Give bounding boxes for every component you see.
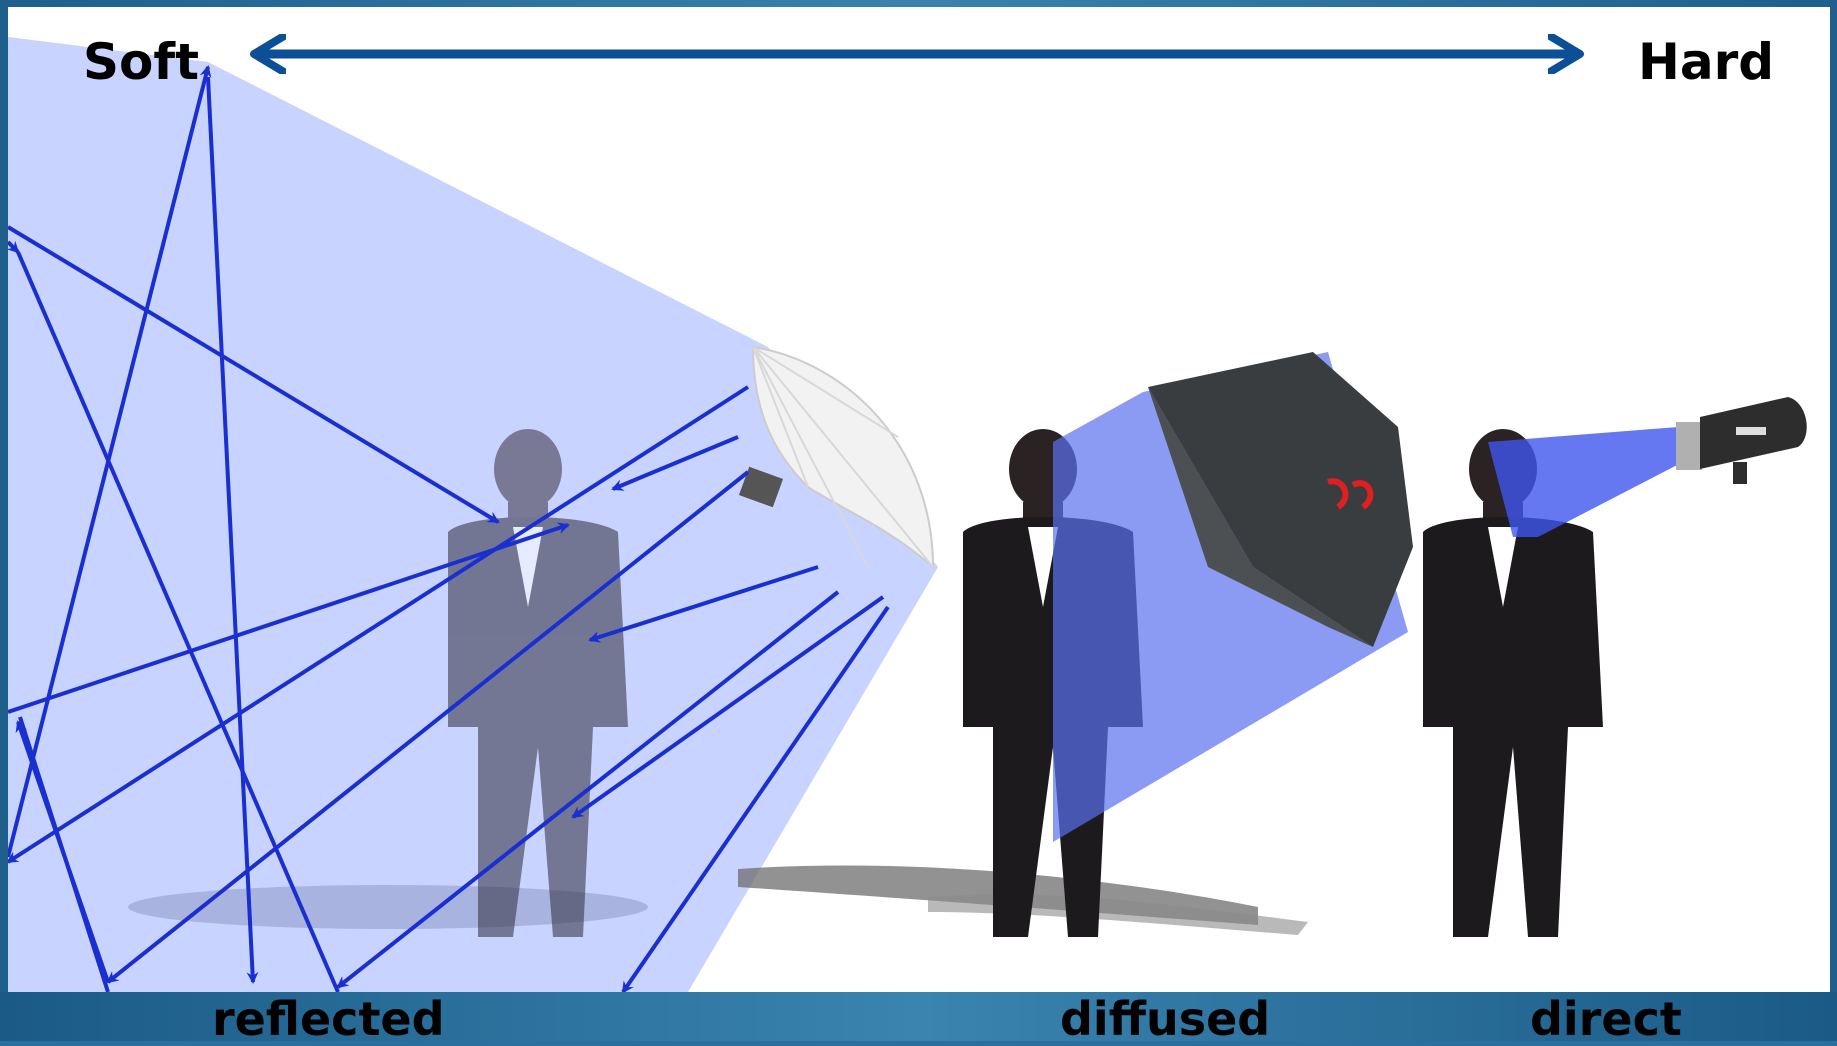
diagram-graphics [8,7,1830,992]
flash-head-icon [1676,397,1807,484]
hard-label: Hard [1638,33,1774,91]
reflected-label: reflected [212,995,445,1043]
diffused-label: diffused [1060,995,1270,1043]
soft-label: Soft [83,33,199,91]
diagram-canvas: Soft Hard [8,7,1830,992]
reflected-light-cone [8,37,938,992]
direct-light-beam [1488,427,1683,537]
direct-label: direct [1530,995,1682,1043]
